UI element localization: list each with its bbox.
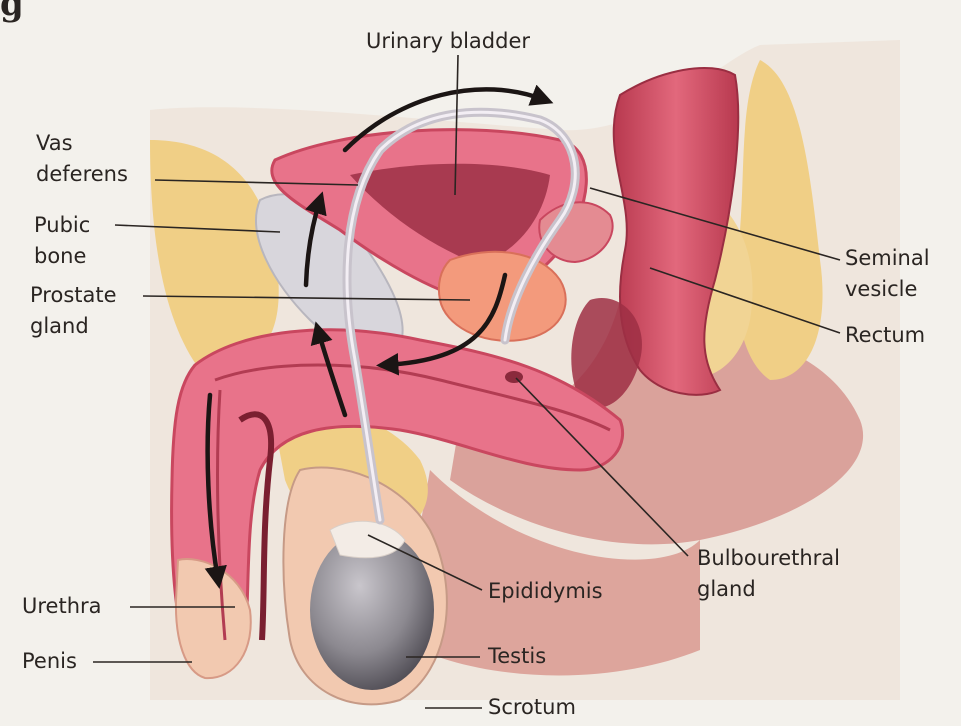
- label-epididymis: Epididymis: [488, 576, 603, 607]
- label-bulbourethral-gland-line2: gland: [697, 574, 840, 605]
- label-prostate-gland-line1: Prostate: [30, 280, 117, 311]
- label-seminal-vesicle-line1: Seminal: [845, 243, 930, 274]
- label-seminal-vesicle: Seminal vesicle: [845, 243, 930, 305]
- corner-letter: g: [0, 0, 24, 24]
- bulbourethral-gland-shape: [505, 371, 523, 383]
- label-bulbourethral-gland: Bulbourethral gland: [697, 543, 840, 605]
- label-pubic-bone-line1: Pubic: [34, 210, 90, 241]
- label-penis: Penis: [22, 646, 77, 677]
- label-testis: Testis: [488, 641, 546, 672]
- label-prostate-gland: Prostate gland: [30, 280, 117, 342]
- label-scrotum: Scrotum: [488, 692, 576, 723]
- label-vas-deferens-line2: deferens: [36, 159, 128, 190]
- label-pubic-bone: Pubic bone: [34, 210, 90, 272]
- label-bulbourethral-gland-line1: Bulbourethral: [697, 543, 840, 574]
- label-vas-deferens-line1: Vas: [36, 128, 128, 159]
- label-urethra: Urethra: [22, 591, 102, 622]
- label-seminal-vesicle-line2: vesicle: [845, 274, 930, 305]
- label-vas-deferens: Vas deferens: [36, 128, 128, 190]
- label-prostate-gland-line2: gland: [30, 311, 117, 342]
- label-pubic-bone-line2: bone: [34, 241, 90, 272]
- label-rectum: Rectum: [845, 320, 925, 351]
- label-urinary-bladder: Urinary bladder: [366, 26, 530, 57]
